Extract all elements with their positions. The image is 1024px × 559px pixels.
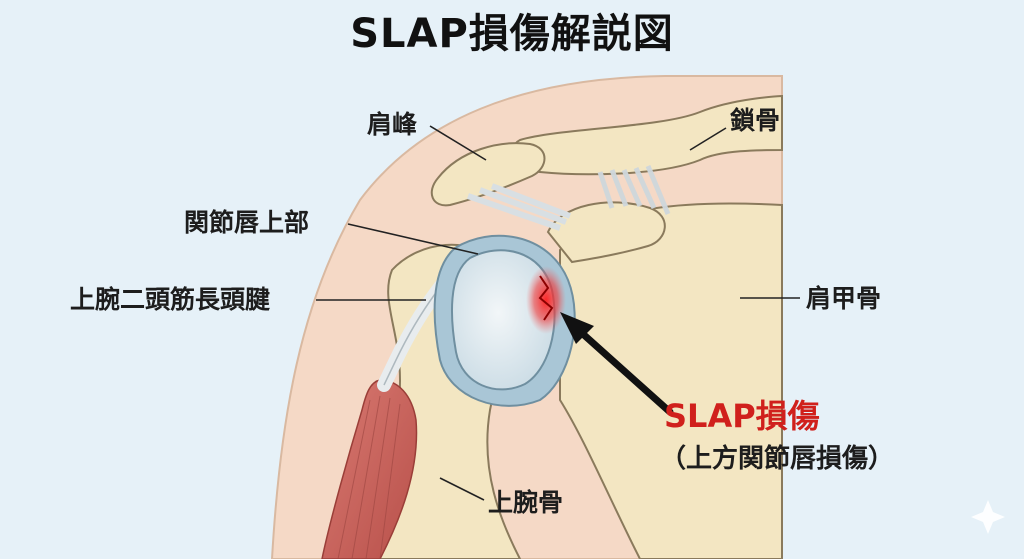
clavicle-bone <box>511 94 783 176</box>
leader-humerus <box>439 477 485 501</box>
biceps-muscle-fibers <box>337 395 401 559</box>
coracoclavicular-ligaments <box>597 165 671 215</box>
slap-lesion <box>526 266 566 334</box>
acromion-bone <box>430 142 546 207</box>
leader-lines <box>316 125 800 501</box>
leader-labrum <box>347 223 479 255</box>
sparkle-icon <box>971 500 1005 534</box>
label-acromion: 肩峰 <box>367 110 418 139</box>
label-humerus: 上腕骨 <box>488 488 564 517</box>
label-superior-labrum: 関節唇上部 <box>184 208 310 237</box>
injury-description: （上方関節唇損傷） <box>660 444 895 474</box>
injury-arrow-line <box>570 322 674 416</box>
coracoacromial-ligament <box>467 183 572 231</box>
label-scapula: 肩甲骨 <box>806 284 882 313</box>
injury-label: SLAP損傷 <box>664 397 820 435</box>
label-clavicle: 鎖骨 <box>730 106 781 135</box>
injury-arrow-head <box>560 312 594 344</box>
leader-acromion <box>429 125 487 161</box>
slap-tear-crack <box>538 275 554 321</box>
diagram-title: SLAP損傷解説図 <box>350 11 674 57</box>
biceps-muscle <box>321 379 418 559</box>
label-biceps-long-head-tendon: 上腕二頭筋長頭腱 <box>70 285 271 314</box>
leader-clavicle <box>689 127 727 151</box>
coracoid-process <box>546 201 666 264</box>
